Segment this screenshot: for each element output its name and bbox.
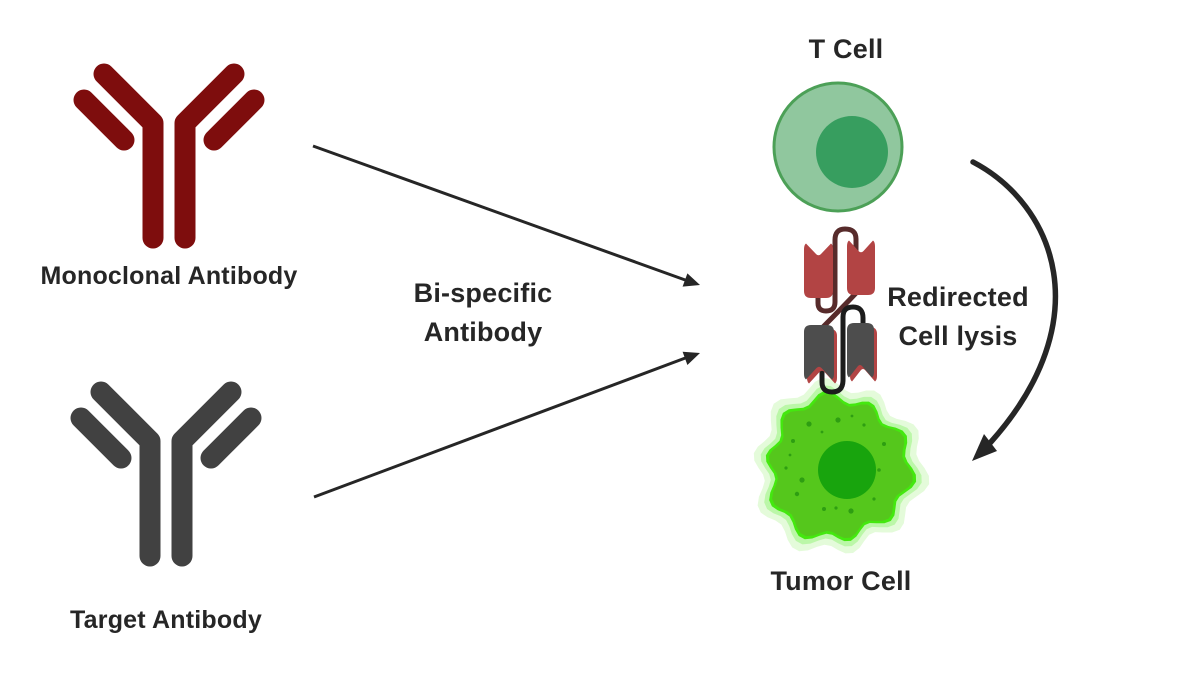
tumor-cell-label: Tumor Cell	[770, 566, 912, 596]
redirected-lysis-arrow	[970, 159, 1059, 461]
redirected-label-line2: Cell lysis	[898, 321, 1018, 352]
light-chain-left	[70, 407, 132, 469]
scfv-red-domains	[804, 240, 875, 298]
gray-domain-right	[847, 323, 874, 378]
redirected-label-line1: Redirected	[887, 282, 1029, 312]
bispecific-label-line2: Antibody	[423, 317, 543, 348]
heavy-chain-right	[171, 381, 242, 567]
target-antibody-icon	[70, 381, 262, 567]
bispecific-antibody-label: Bi-specific Antibody	[383, 274, 583, 352]
arrow-from-monoclonal	[312, 144, 700, 287]
heavy-chain-left	[90, 381, 161, 567]
scfv-gray-domains	[804, 323, 874, 380]
bispecific-construct	[804, 226, 877, 395]
merge-arrows	[312, 144, 1059, 499]
monoclonal-antibody-icon	[73, 63, 265, 249]
red-domain-left	[804, 243, 833, 298]
heavy-chain-right	[174, 63, 245, 249]
bispecific-label-line1: Bi-specific	[413, 278, 553, 308]
arrowhead	[682, 351, 700, 365]
red-linker-loop	[815, 226, 859, 314]
t-cell	[772, 81, 904, 213]
red-domain-right	[847, 240, 875, 295]
tumor-speckles	[784, 414, 886, 514]
t-cell-nucleus	[816, 116, 888, 188]
target-antibody-label: Target Antibody	[70, 606, 262, 634]
light-chain-left	[73, 89, 135, 151]
t-cell-label: T Cell	[808, 34, 884, 64]
monoclonal-antibody-label: Monoclonal Antibody	[40, 262, 298, 290]
redirected-cell-lysis-label: Redirected Cell lysis	[858, 278, 1058, 356]
gray-domain-left	[804, 325, 834, 380]
tumor-nucleus	[818, 441, 876, 499]
arrowhead	[682, 273, 700, 287]
tumor-cell	[753, 377, 930, 554]
light-chain-right	[203, 89, 265, 151]
light-chain-right	[200, 407, 262, 469]
arrow-from-target	[313, 351, 700, 499]
heavy-chain-left	[93, 63, 164, 249]
arrowhead	[972, 434, 997, 461]
scfv-gray-linker	[819, 304, 866, 395]
